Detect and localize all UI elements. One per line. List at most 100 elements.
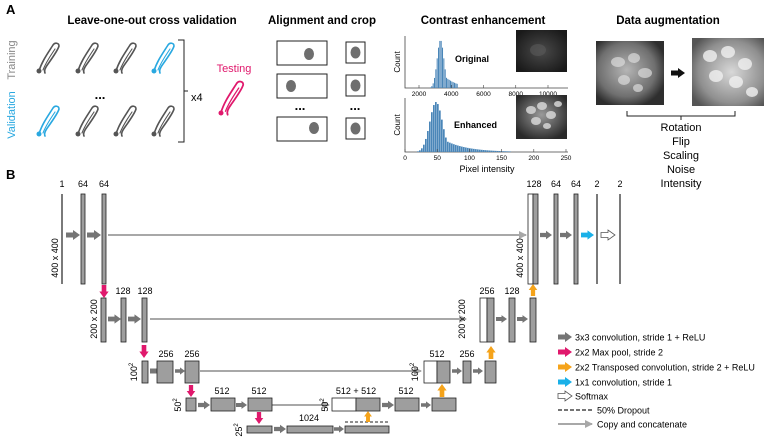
r2-concat-channels: 256 — [479, 286, 494, 296]
aug-item: Flip — [672, 136, 690, 148]
conv-arrow-icon — [236, 401, 247, 409]
r2-size-right: 200 x 200 — [457, 299, 467, 339]
gray-arrow-icon — [558, 332, 572, 342]
l3-pool-block — [141, 360, 149, 384]
crop-blob-1 — [350, 46, 361, 59]
crop-blob-3 — [350, 122, 361, 135]
l5-size-left: 252 — [234, 423, 244, 437]
testing-limb-icon — [220, 80, 245, 116]
hist-bar — [463, 147, 465, 152]
cv-repeat-label: x4 — [191, 92, 203, 104]
conv-arrow-icon — [175, 367, 185, 375]
align-frame-3 — [276, 116, 328, 142]
orig-hist-label: Original — [455, 54, 489, 64]
hist-bar — [442, 47, 444, 88]
legend-label: Softmax — [575, 392, 609, 402]
aug-item: Noise — [667, 164, 695, 176]
legend-label: 50% Dropout — [597, 406, 650, 416]
training-limb-icon — [77, 42, 99, 74]
l2-size-left: 200 x 200 — [89, 299, 99, 339]
r1-conv2-block — [573, 193, 579, 285]
hist-bar — [455, 144, 457, 152]
r1-output-channels: 2 — [617, 179, 622, 189]
conv-arrow-icon — [452, 367, 462, 375]
l1-conv2-channels: 64 — [99, 179, 109, 189]
r4-conv1-block — [394, 397, 420, 412]
hist-bar — [456, 83, 458, 88]
upconv-arrow-icon — [364, 411, 372, 422]
upconv-arrow-icon — [486, 346, 496, 359]
l4-size-left: 502 — [173, 398, 183, 412]
hist-bar — [431, 86, 433, 88]
r3-up-block — [436, 360, 451, 384]
hist-bar — [444, 69, 446, 88]
aug-image-original — [596, 41, 664, 105]
augmentation-section: Data augmentation RotationFlipScalingNoi… — [596, 15, 764, 190]
orig-hist-bars — [430, 40, 458, 88]
hist-bar — [475, 149, 477, 152]
hist-bar — [455, 83, 457, 88]
hist-bar — [495, 150, 497, 152]
l2-pool-block — [100, 297, 107, 343]
l2-conv2-block — [141, 297, 148, 343]
hist-bar — [461, 146, 463, 152]
r1-copy-block — [527, 193, 534, 285]
limb-tip-dot — [75, 68, 81, 74]
hollow-arrow-icon — [557, 390, 573, 402]
l1-conv1-block — [80, 193, 86, 285]
align-blob-3 — [309, 122, 319, 134]
hist-bar — [443, 58, 445, 88]
r1-conv1-block — [553, 193, 559, 285]
alignment-section: Alignment and crop ... ... — [268, 15, 376, 142]
align-frame-2 — [276, 73, 328, 99]
hist-bar — [446, 77, 448, 88]
hist-bar — [419, 150, 421, 152]
legend-label: 2x2 Transposed convolution, stride 2 + R… — [575, 363, 755, 373]
r3-copy-block — [423, 360, 438, 384]
l3-conv1-channels: 256 — [158, 349, 173, 359]
limb-tip-dot — [36, 68, 42, 74]
r3-conv-channels: 256 — [459, 349, 474, 359]
hist-bar — [467, 147, 469, 152]
aug-original-cells — [611, 53, 652, 92]
tick-label: 2000 — [412, 91, 427, 98]
align-ellipsis-right: ... — [350, 98, 361, 113]
hist-bar — [451, 143, 453, 152]
tick-label: 250 — [561, 155, 572, 162]
tick-label: 8000 — [509, 91, 524, 98]
hist-bar — [423, 144, 425, 152]
enh-thumb-cells — [526, 101, 562, 129]
maxpool-arrow-icon — [186, 385, 196, 397]
l2-conv2-channels: 128 — [137, 286, 152, 296]
hist-bar — [453, 144, 455, 152]
tick-label: 4000 — [444, 91, 459, 98]
limb-tip-dot — [151, 68, 157, 74]
aug-arrow-icon — [671, 68, 685, 78]
hist-bar — [449, 142, 451, 152]
hist-bar — [465, 147, 467, 152]
tick-label: 100 — [464, 155, 475, 162]
hist-bar — [489, 150, 491, 152]
legend-label: 2x2 Max pool, stride 2 — [575, 348, 663, 358]
conv-arrow-icon — [473, 367, 483, 375]
limb-grid — [36, 42, 175, 137]
r3-size-left: 1002 — [410, 362, 420, 381]
l2-conv1-channels: 128 — [115, 286, 130, 296]
limb-tip-dot — [113, 68, 119, 74]
hist-bar — [441, 119, 443, 152]
aug-bracket — [626, 111, 736, 120]
softmax-arrow-icon — [600, 229, 616, 241]
hist-bar — [485, 150, 487, 152]
cross-validation-section: Leave-one-out cross validation Training … — [6, 15, 251, 143]
hist-bar — [447, 78, 449, 88]
l4-conv2-channels: 512 — [251, 386, 266, 396]
l5-conv-block — [286, 425, 334, 434]
hist-bar — [427, 131, 429, 152]
hist-bar — [509, 151, 511, 152]
hist-bar — [447, 141, 449, 152]
training-limb-icon — [115, 105, 137, 137]
r1-conv3-channels: 2 — [594, 179, 599, 189]
hist-bar — [438, 47, 440, 88]
